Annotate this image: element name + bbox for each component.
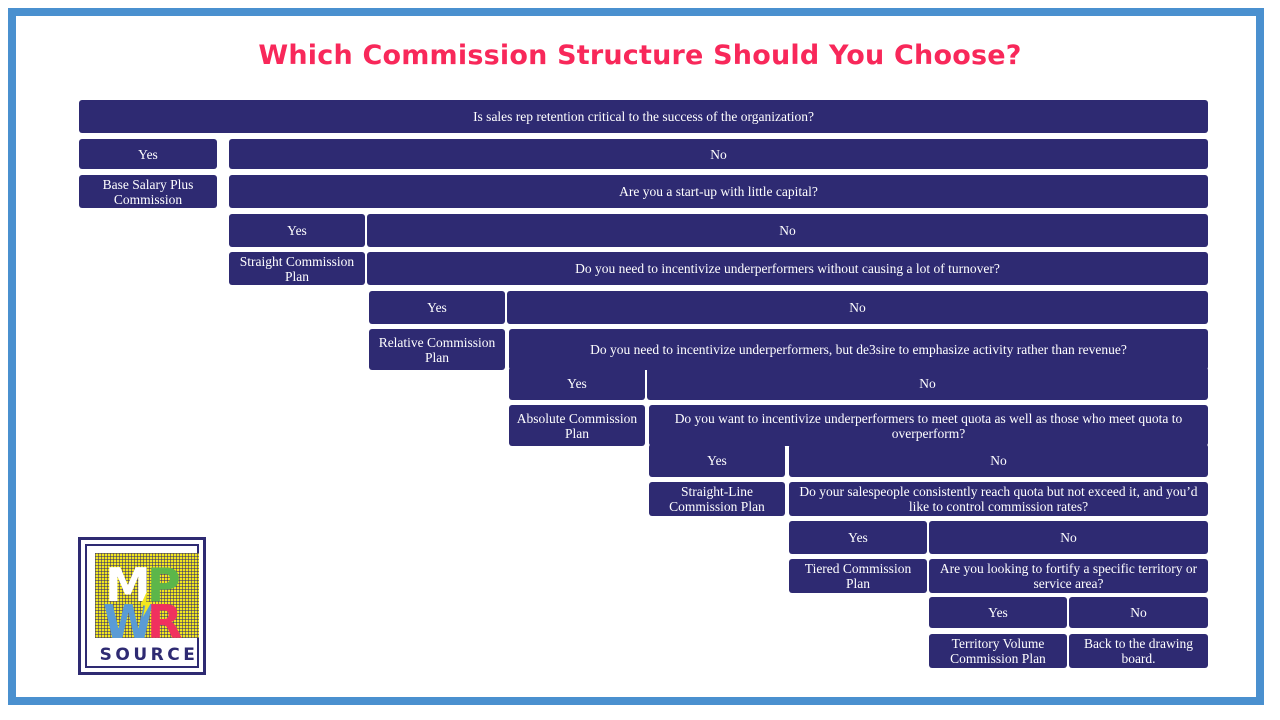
outcome-base-salary-plus-commission: Base Salary Plus Commission <box>79 175 217 208</box>
question-text: Do you need to incentivize underperforme… <box>590 342 1127 357</box>
logo-wordmark: SOURCE <box>99 645 199 665</box>
answer-label: No <box>849 300 866 315</box>
answer-yes-7: Yes <box>929 597 1067 628</box>
page-title: Which Commission Structure Should You Ch… <box>258 40 1022 71</box>
answer-label: Yes <box>427 300 447 315</box>
outcome-territory-volume-commission-plan: Territory Volume Commission Plan <box>929 634 1067 668</box>
logo-letter-r: R <box>147 595 183 649</box>
logo-halftone-panel: M P W R <box>95 553 199 645</box>
question-box-fortify-territory: Are you looking to fortify a specific te… <box>929 559 1208 593</box>
answer-label: No <box>1060 530 1077 545</box>
answer-no-6: No <box>929 521 1208 554</box>
answer-label: Yes <box>138 146 158 162</box>
answer-yes-1: Yes <box>79 139 217 169</box>
answer-label: Yes <box>567 376 587 391</box>
answer-label: No <box>1130 605 1147 620</box>
lightning-bolt-icon <box>140 591 152 617</box>
outcome-label: Absolute Commission Plan <box>516 410 638 441</box>
answer-label: No <box>779 223 796 238</box>
answer-yes-5: Yes <box>649 444 785 477</box>
mpwr-source-logo: M P W R SOURCE <box>78 537 206 675</box>
outcome-label: Tiered Commission Plan <box>804 561 912 591</box>
answer-label: Yes <box>848 530 868 545</box>
outcome-label: Straight Commission Plan <box>239 253 355 284</box>
question-text: Do you need to incentivize underperforme… <box>575 261 1000 276</box>
outcome-straight-line-commission-plan: Straight-Line Commission Plan <box>649 482 785 516</box>
answer-label: Yes <box>707 453 727 468</box>
question-text: Do you want to incentivize underperforme… <box>674 410 1183 441</box>
question-text: Are you looking to fortify a specific te… <box>939 561 1198 591</box>
question-text: Do your salespeople consistently reach q… <box>799 484 1198 514</box>
outcome-tiered-commission-plan: Tiered Commission Plan <box>789 559 927 593</box>
answer-yes-3: Yes <box>369 291 505 324</box>
outcome-straight-commission-plan: Straight Commission Plan <box>229 252 365 285</box>
outcome-label: Relative Commission Plan <box>378 334 496 365</box>
question-box-activity-vs-revenue: Do you need to incentivize underperforme… <box>509 329 1208 370</box>
answer-no-3: No <box>507 291 1208 324</box>
answer-label: No <box>919 376 936 391</box>
answer-label: Yes <box>287 223 307 238</box>
question-box-control-commission-rates: Do your salespeople consistently reach q… <box>789 482 1208 516</box>
outcome-absolute-commission-plan: Absolute Commission Plan <box>509 405 645 446</box>
answer-no-5: No <box>789 444 1208 477</box>
question-text: Is sales rep retention critical to the s… <box>473 109 814 124</box>
question-box-meet-quota-overperform: Do you want to incentivize underperforme… <box>649 405 1208 446</box>
outcome-label: Territory Volume Commission Plan <box>950 636 1046 666</box>
answer-yes-2: Yes <box>229 214 365 247</box>
question-text: Are you a start-up with little capital? <box>619 184 818 199</box>
logo-letter-p: P <box>147 558 181 612</box>
question-box-startup-capital: Are you a start-up with little capital? <box>229 175 1208 208</box>
answer-no-1: No <box>229 139 1208 169</box>
outcome-label: Back to the drawing board. <box>1083 636 1194 666</box>
answer-no-4: No <box>647 367 1208 400</box>
outcome-label: Base Salary Plus Commission <box>102 176 194 207</box>
answer-label: No <box>710 146 727 162</box>
logo-inner-frame: M P W R SOURCE <box>85 544 199 668</box>
outcome-back-to-drawing-board: Back to the drawing board. <box>1069 634 1208 668</box>
outcome-label: Straight-Line Commission Plan <box>669 484 765 514</box>
answer-yes-4: Yes <box>509 367 645 400</box>
outcome-relative-commission-plan: Relative Commission Plan <box>369 329 505 370</box>
answer-no-2: No <box>367 214 1208 247</box>
answer-yes-6: Yes <box>789 521 927 554</box>
answer-label: No <box>990 453 1007 468</box>
answer-no-7: No <box>1069 597 1208 628</box>
question-box-retention: Is sales rep retention critical to the s… <box>79 100 1208 133</box>
question-box-incentivize-underperformers: Do you need to incentivize underperforme… <box>367 252 1208 285</box>
answer-label: Yes <box>988 605 1008 620</box>
